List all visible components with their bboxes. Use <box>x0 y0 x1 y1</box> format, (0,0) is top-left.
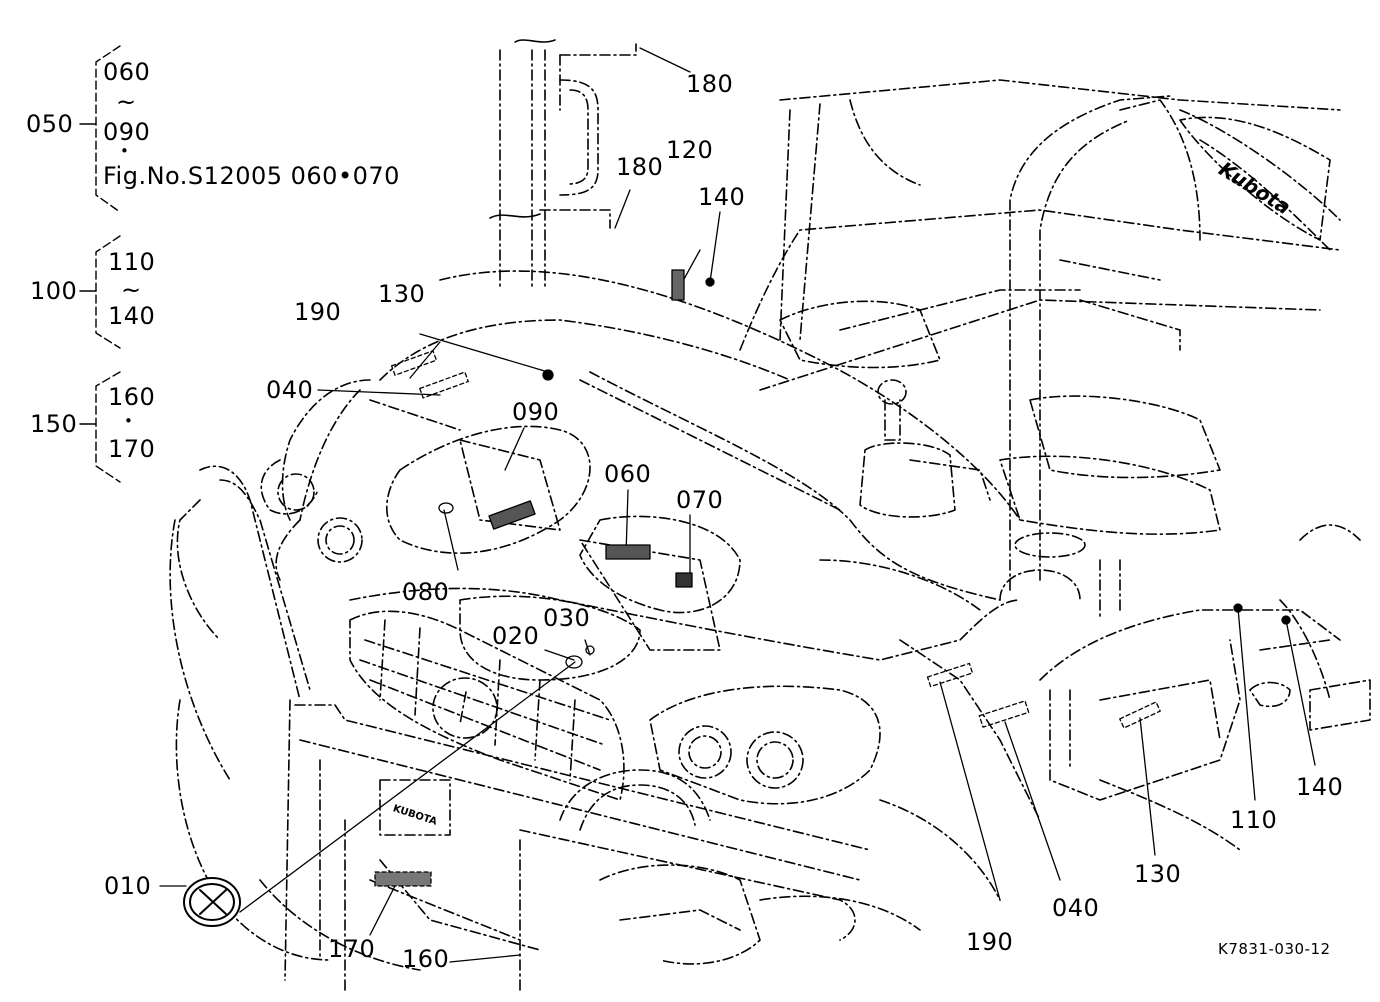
callout-060: 060 <box>604 460 652 488</box>
break-mark-top <box>514 39 556 43</box>
lower-chassis <box>259 779 1241 971</box>
group-050-number: 050 <box>26 110 74 138</box>
group-050-dot: • <box>120 142 130 160</box>
gear-shifter <box>859 379 991 518</box>
callout-160: 160 <box>402 945 450 973</box>
group-150-range-end: 170 <box>108 435 156 463</box>
callout-120: 120 <box>666 136 714 164</box>
hood-outline <box>299 270 1041 821</box>
callout-040-left: 040 <box>266 376 314 404</box>
right-headlights <box>649 685 881 805</box>
callout-020: 020 <box>492 622 540 650</box>
callout-130-top: 130 <box>378 280 426 308</box>
callout-010: 010 <box>104 872 152 900</box>
left-fender <box>169 379 371 781</box>
group-050-range-start: 060 <box>103 58 151 86</box>
break-mark-mid <box>489 213 541 219</box>
callout-190-right: 190 <box>966 928 1014 956</box>
emblem-part <box>183 877 241 927</box>
decal-marks <box>374 269 1291 887</box>
callout-140-right: 140 <box>1296 773 1344 801</box>
group-100-tilde: ~ <box>121 276 142 304</box>
group-050-tilde: ~ <box>116 88 137 116</box>
brush-guard <box>175 699 871 991</box>
callout-170: 170 <box>328 935 376 963</box>
callout-190-left: 190 <box>294 298 342 326</box>
callout-090: 090 <box>512 398 560 426</box>
callout-070: 070 <box>676 486 724 514</box>
seat-cushions <box>779 300 1221 535</box>
bracket-050 <box>79 45 121 213</box>
callout-180-top: 180 <box>686 70 734 98</box>
seat-back <box>1179 116 1331 241</box>
group-050-figure-ref: Fig.No.S12005 060•070 <box>103 162 400 190</box>
group-150-number: 150 <box>30 410 78 438</box>
group-100-number: 100 <box>30 277 78 305</box>
group-050-range-end: 090 <box>103 118 151 146</box>
group-150-range-start: 160 <box>108 383 156 411</box>
callout-180-mid: 180 <box>616 153 664 181</box>
callout-030: 030 <box>543 604 591 632</box>
right-rear-fender <box>999 524 1371 801</box>
group-100-range-end: 140 <box>108 302 156 330</box>
callout-080: 080 <box>402 578 450 606</box>
roll-bar-left <box>499 43 637 291</box>
bracket-150 <box>79 371 121 483</box>
drawing-code: K7831-030-12 <box>1218 940 1331 958</box>
callout-140-top: 140 <box>698 183 746 211</box>
cab-structure <box>739 79 1341 591</box>
bracket-100 <box>79 235 121 349</box>
group-150-dot: • <box>124 412 134 430</box>
callout-110: 110 <box>1230 806 1278 834</box>
leader-lines <box>159 47 1316 963</box>
group-100-range-start: 110 <box>108 248 156 276</box>
callout-130-right: 130 <box>1134 860 1182 888</box>
callout-040-right: 040 <box>1052 894 1100 922</box>
grille <box>349 610 625 801</box>
